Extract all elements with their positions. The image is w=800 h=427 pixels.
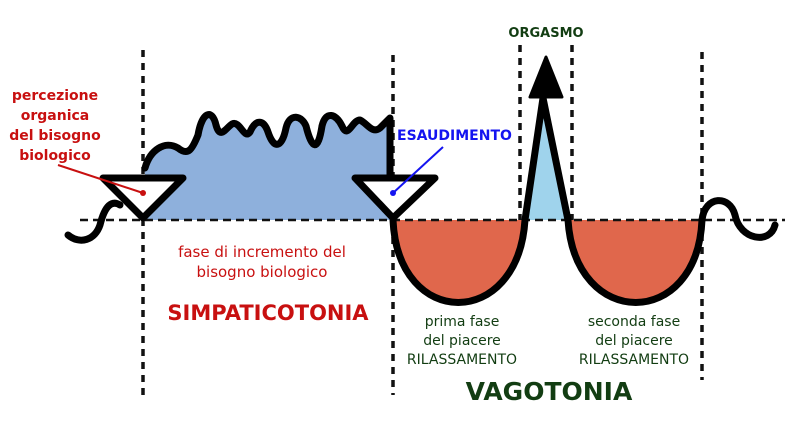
perception-pointer xyxy=(57,164,144,194)
orgasm-label: ORGASMO xyxy=(508,26,583,41)
vagotonia-label: VAGOTONIA xyxy=(466,377,633,406)
fulfillment-label: ESAUDIMENTO xyxy=(397,128,512,144)
perception-label: organica xyxy=(21,108,90,124)
orgasm-peak-area xyxy=(523,95,568,220)
right-squiggle xyxy=(698,197,779,241)
increase-phase-label: bisogno biologico xyxy=(197,263,328,281)
second-phase-label: RILASSAMENTO xyxy=(579,352,689,368)
perception-label: percezione xyxy=(12,88,98,104)
first-phase-label: RILASSAMENTO xyxy=(407,352,517,368)
sympathicotonia-label: SIMPATICOTONIA xyxy=(167,301,369,325)
perception-dot xyxy=(140,190,146,196)
perception-label: biologico xyxy=(19,148,91,164)
perception-triangle xyxy=(99,174,187,222)
second-phase-label: del piacere xyxy=(595,333,673,349)
tension-area xyxy=(145,114,390,220)
first-phase-label: prima fase xyxy=(425,314,500,330)
arrow-up-icon xyxy=(528,55,564,99)
second-phase-label: seconda fase xyxy=(588,314,680,330)
increase-phase-label: fase di incremento del xyxy=(178,243,346,261)
first-relax-bowl xyxy=(393,220,525,303)
perception-label: del bisogno xyxy=(9,128,101,144)
tension-curve xyxy=(141,111,394,182)
first-phase-label: del piacere xyxy=(423,333,501,349)
fulfillment-dot xyxy=(390,190,396,196)
fulfillment-triangle xyxy=(351,174,439,222)
left-squiggle xyxy=(64,199,124,244)
second-relax-bowl xyxy=(570,220,702,303)
fulfillment-pointer xyxy=(392,146,444,194)
